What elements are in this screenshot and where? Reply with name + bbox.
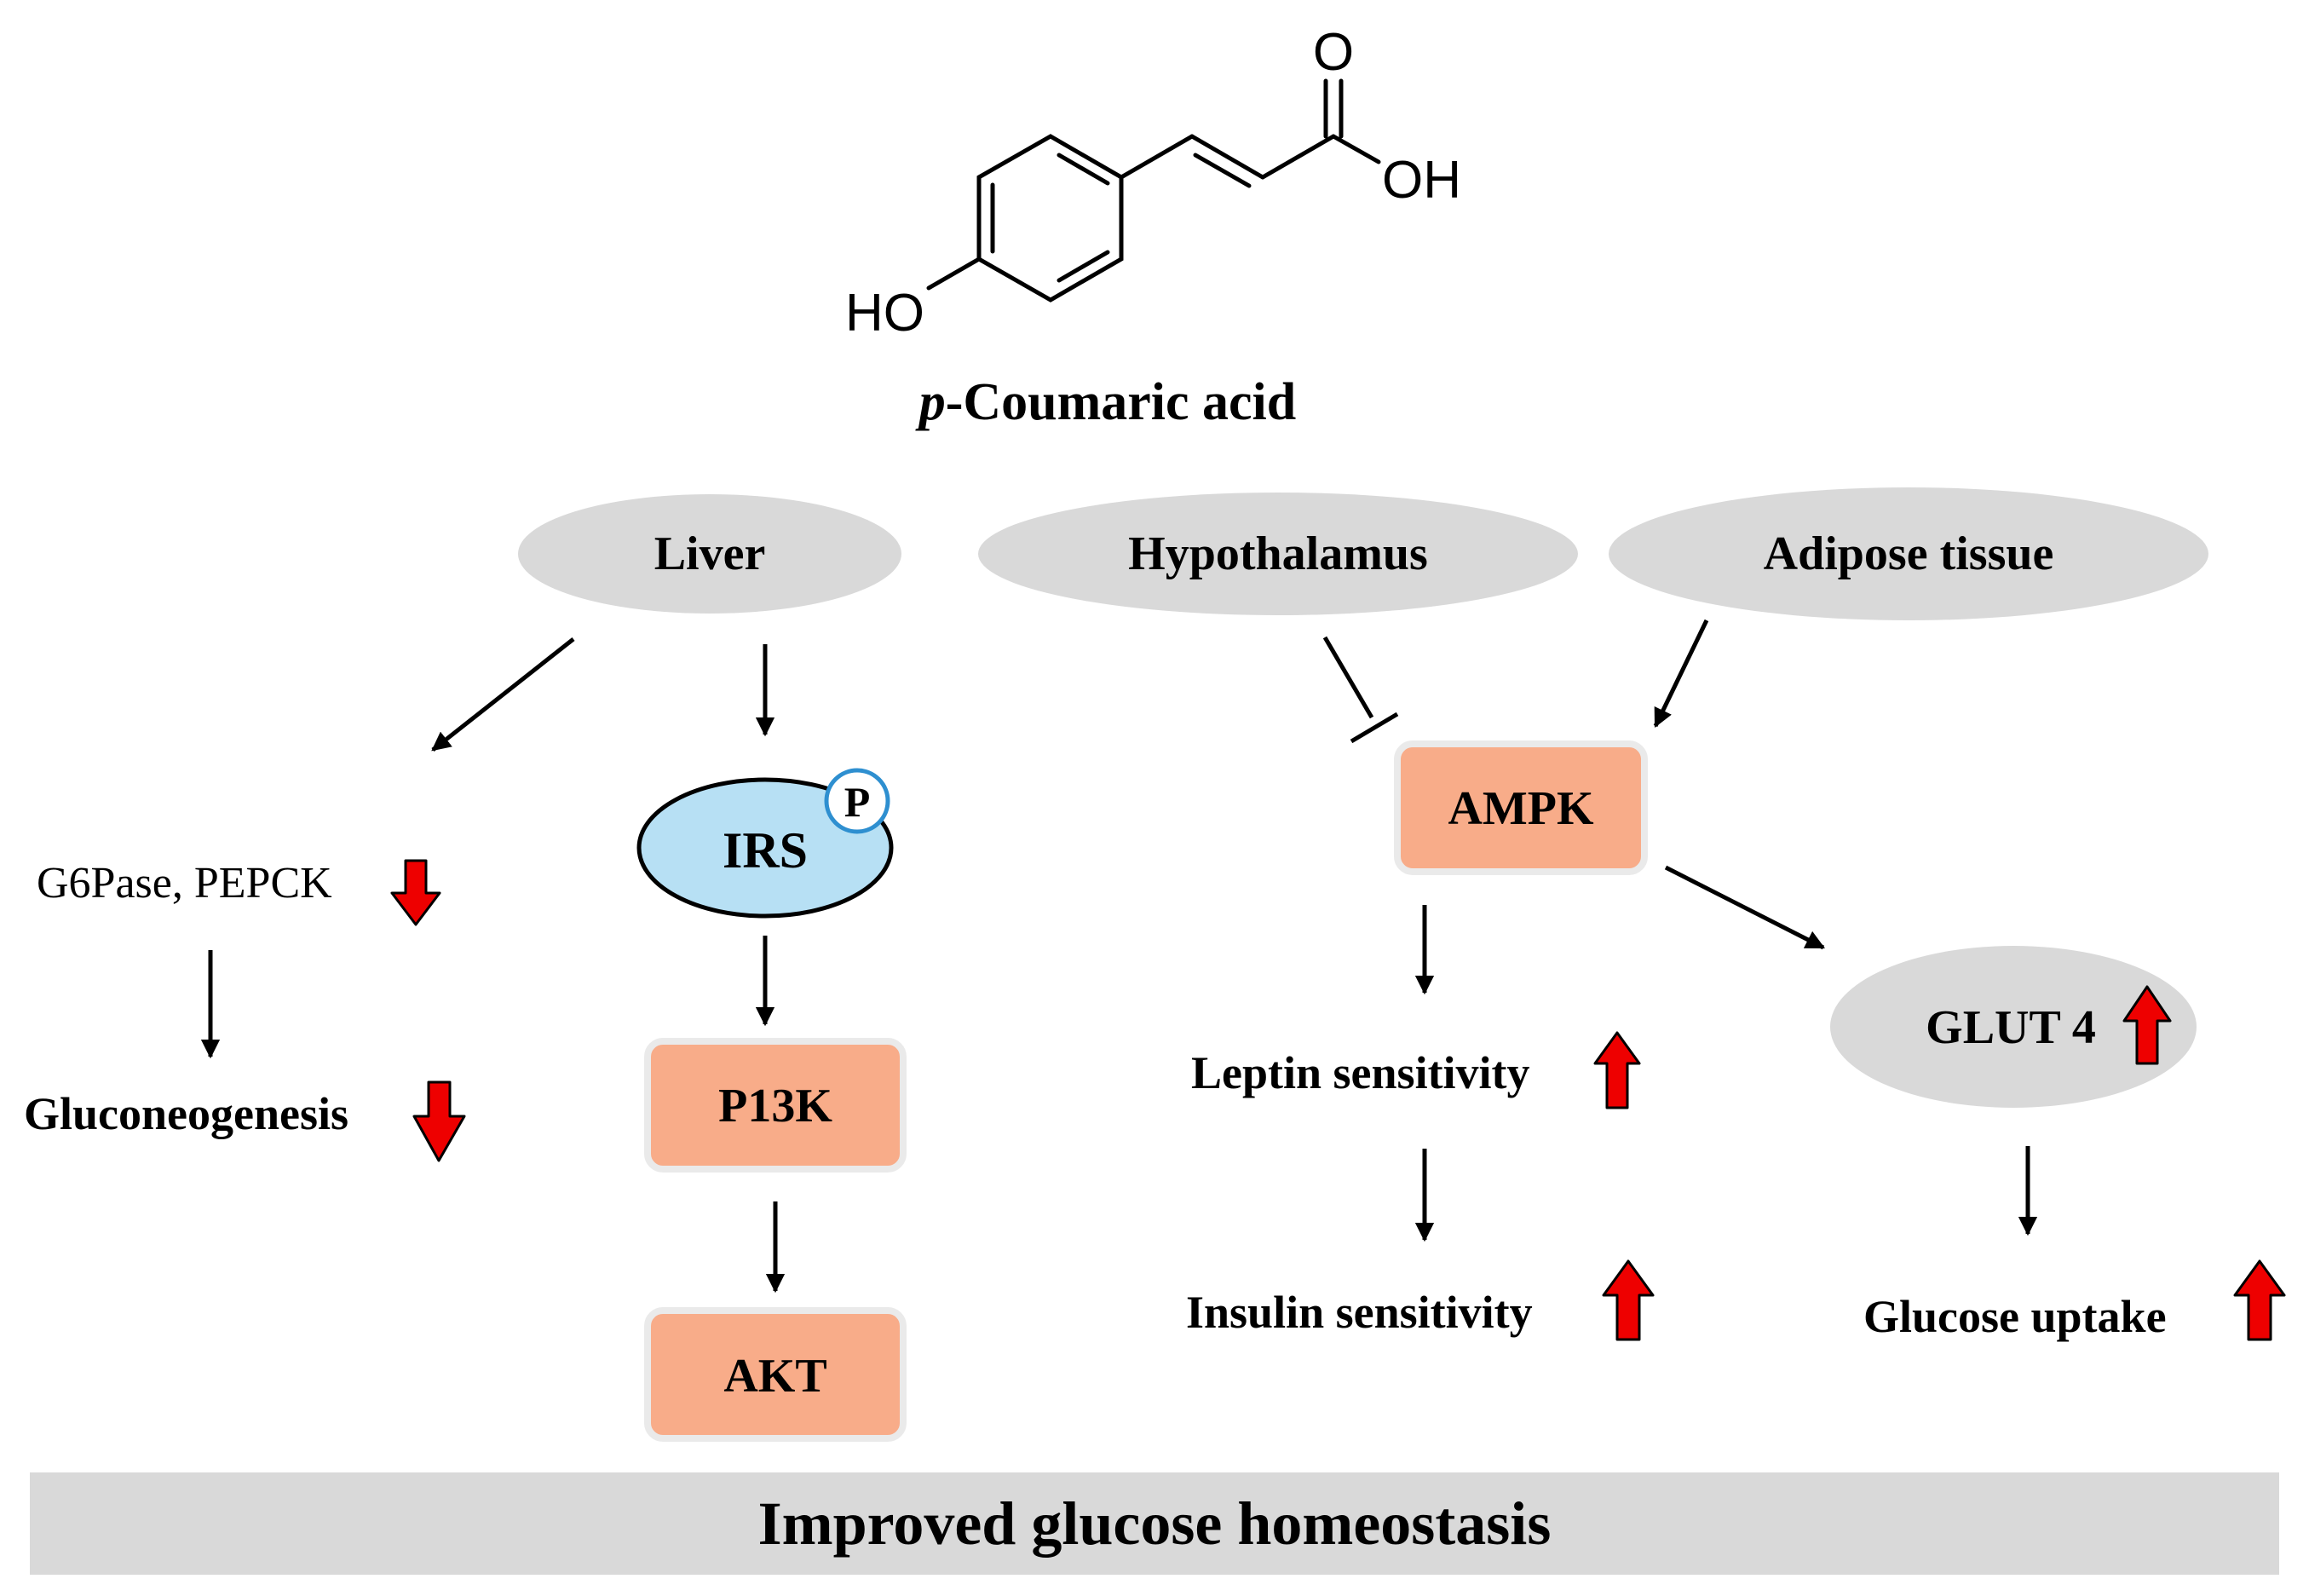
p13k-node: P13K xyxy=(644,1038,907,1173)
benzene-ring xyxy=(976,134,1124,302)
arrows xyxy=(200,619,2038,1294)
compound-name: p-Coumaric acid xyxy=(915,373,1297,431)
compound-name-rest: -Coumaric acid xyxy=(946,373,1297,431)
ampk-label: AMPK xyxy=(1448,782,1594,835)
atom-carbonyl-o: O xyxy=(1313,23,1354,82)
akt-node: AKT xyxy=(644,1307,907,1442)
vinyl-bond-1 xyxy=(1119,134,1195,180)
inhibit-hypothalamus-ampk xyxy=(1322,636,1374,719)
vinyl-bond-3 xyxy=(1260,134,1336,180)
glut4-up-indicator xyxy=(2122,985,2172,1065)
tissue-adipose: Adipose tissue xyxy=(1609,487,2208,620)
tissue-liver: Liver xyxy=(518,494,901,614)
outcome-label: Improved glucose homeostasis xyxy=(758,1489,1552,1558)
atom-phenol-ho: HO xyxy=(845,284,924,343)
phospho-badge: P xyxy=(824,768,890,834)
enzymes-label: G6Pase, PEPCK xyxy=(37,859,332,907)
atom-acid-oh: OH xyxy=(1382,151,1461,210)
tissue-hypothalamus-label: Hypothalamus xyxy=(1128,527,1428,580)
insulin-up-indicator xyxy=(1602,1259,1655,1341)
leptin-label: Leptin sensitivity xyxy=(1191,1047,1530,1098)
glut4-label: GLUT 4 xyxy=(1926,1001,2096,1054)
gluconeogenesis-down-indicator xyxy=(412,1080,466,1162)
inhibit-bar xyxy=(1350,712,1399,744)
ampk-node: AMPK xyxy=(1394,740,1648,875)
glucose-uptake-up-indicator xyxy=(2233,1259,2286,1341)
insulin-label: Insulin sensitivity xyxy=(1186,1287,1533,1338)
phenol-bond xyxy=(926,256,982,291)
p-coumaric-acid-structure xyxy=(926,78,1381,302)
vinyl-double-bond xyxy=(1189,134,1265,180)
p13k-label: P13K xyxy=(718,1080,832,1132)
tissue-adipose-label: Adipose tissue xyxy=(1764,527,2054,580)
arrow-liver-to-enzymes xyxy=(431,637,575,752)
glut4-node: GLUT 4 xyxy=(1830,946,2197,1108)
glucose-uptake-label: Glucose uptake xyxy=(1863,1291,2167,1342)
outcome-banner: Improved glucose homeostasis xyxy=(30,1472,2279,1575)
hydroxyl-bond xyxy=(1331,134,1381,164)
leptin-up-indicator xyxy=(1593,1031,1641,1109)
gluconeogenesis-label: Gluconeogenesis xyxy=(24,1088,348,1139)
akt-label: AKT xyxy=(723,1350,826,1403)
arrow-ampk-to-glut4 xyxy=(1664,865,1826,950)
irs-label: IRS xyxy=(723,822,808,879)
tissue-liver-label: Liver xyxy=(654,527,766,580)
tissue-hypothalamus: Hypothalamus xyxy=(978,493,1578,615)
phospho-label: P xyxy=(844,778,871,826)
enzymes-down-indicator xyxy=(390,859,441,926)
arrow-adipose-to-ampk xyxy=(1653,619,1709,729)
compound-italic-prefix: p xyxy=(915,373,946,431)
